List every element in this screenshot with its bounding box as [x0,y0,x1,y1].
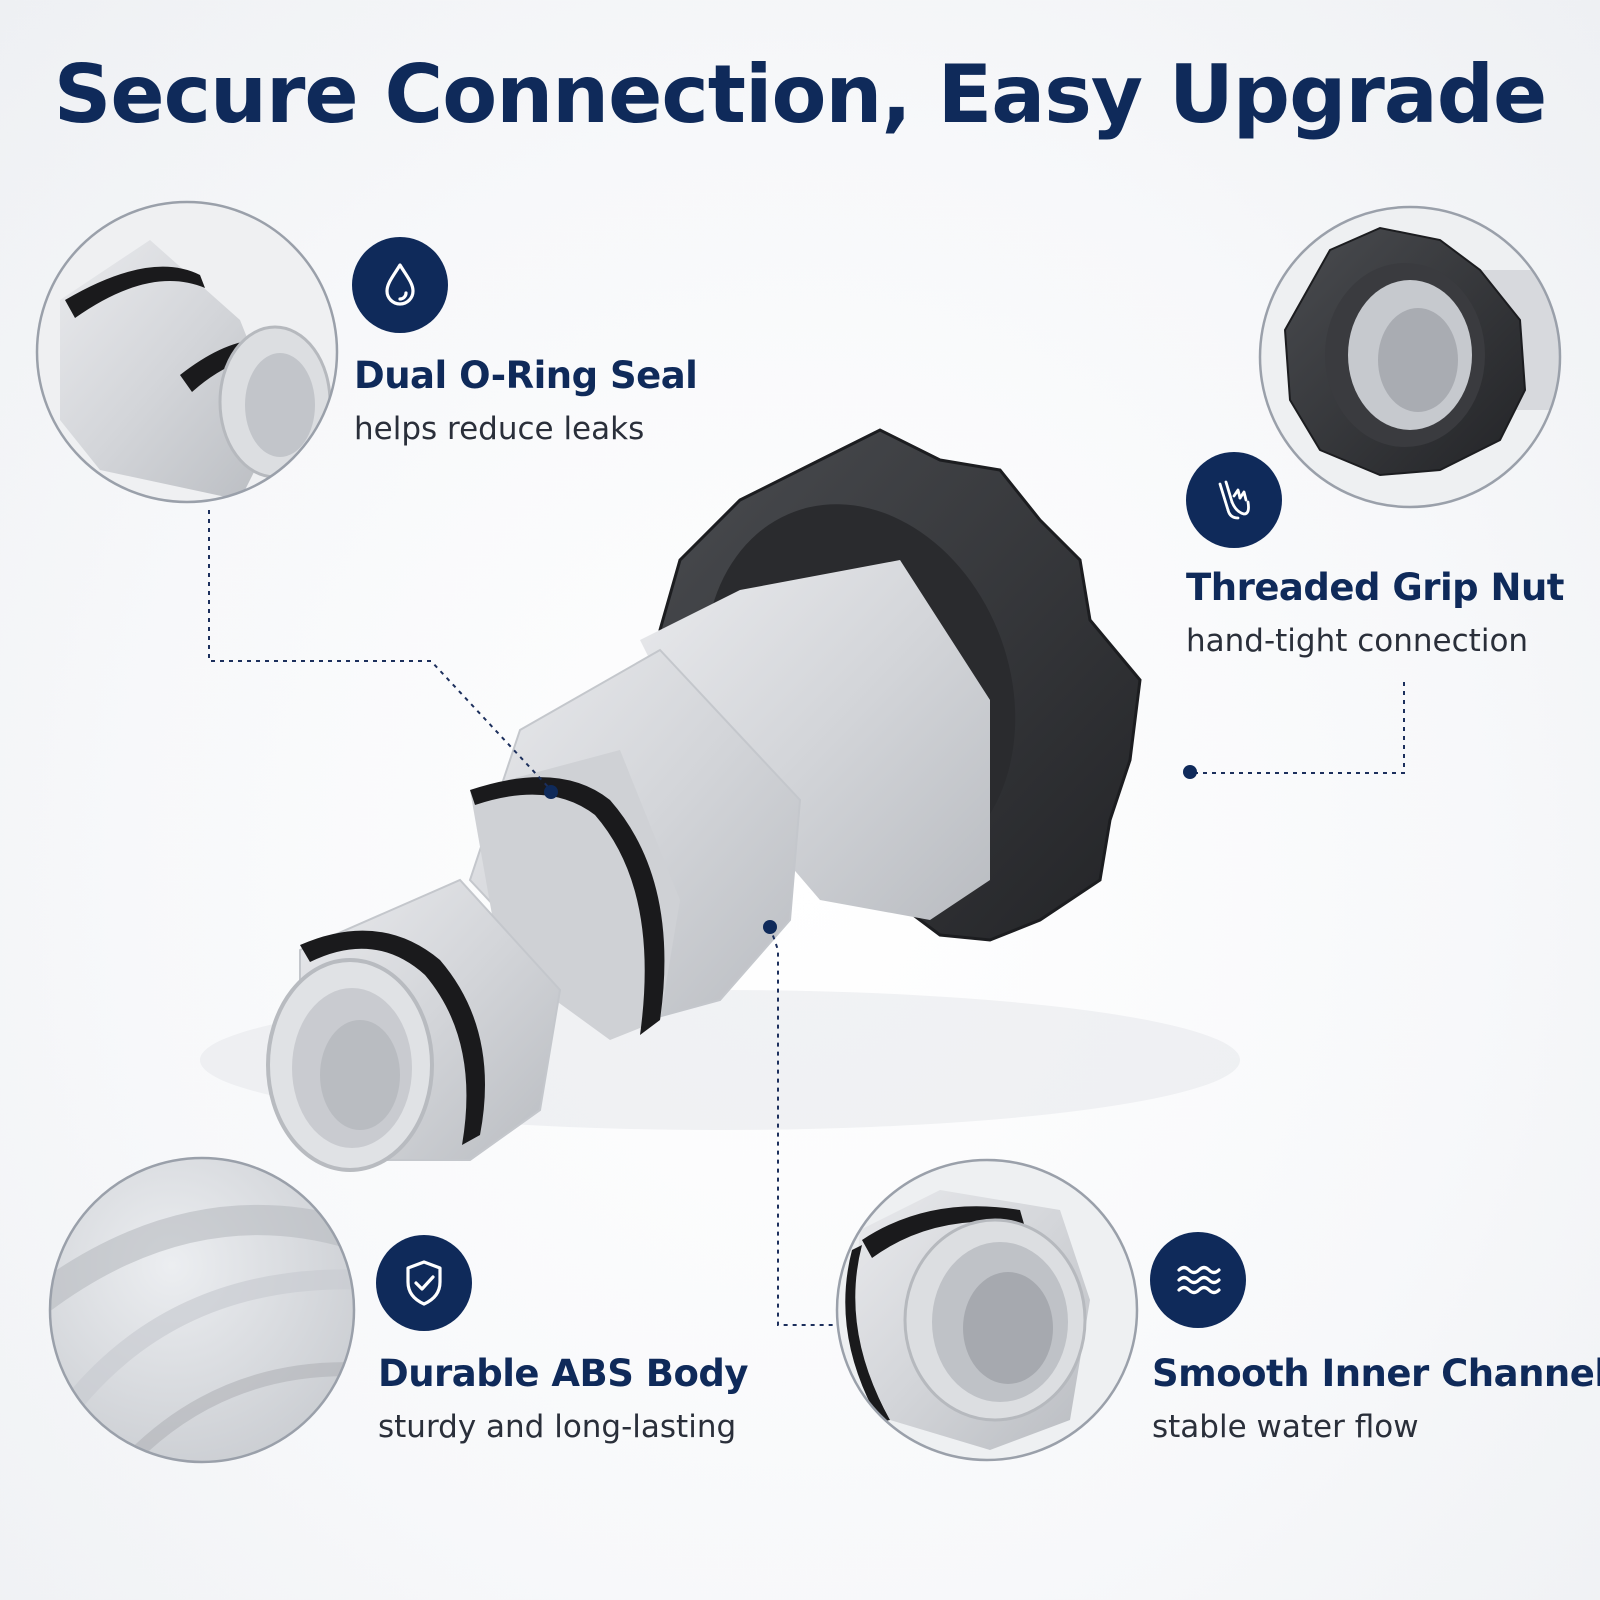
feature-dual-o-ring-seal: Dual O-Ring Seal helps reduce leaks [354,354,698,447]
feature-threaded-grip-nut: Threaded Grip Nut hand-tight connection [1186,566,1565,659]
detail-circle-inner-channel [835,1158,1139,1462]
feature-title: Dual O-Ring Seal [354,354,698,397]
feature-subtitle: sturdy and long-lasting [378,1409,737,1445]
water-drop-icon [352,237,448,333]
detail-circle-grip-nut [1258,205,1562,509]
page-headline: Secure Connection, Easy Upgrade [53,48,1548,141]
callout-line-grip-nut [1190,682,1405,774]
shield-check-icon [376,1235,472,1331]
feature-title: Threaded Grip Nut [1186,566,1565,609]
callout-dot-body [763,920,777,934]
callout-dot-grip-nut [1183,765,1197,779]
detail-circle-abs-body [48,1156,356,1464]
hand-tighten-icon [1186,452,1282,548]
callout-line-o-ring [208,510,552,791]
adapter-product-image [200,428,1240,1172]
callout-lines [208,510,1405,1326]
feature-title: Smooth Inner Channel [1152,1352,1600,1395]
feature-subtitle: stable water flow [1152,1409,1419,1445]
feature-smooth-inner-channel: Smooth Inner Channel stable water flow [1152,1352,1600,1445]
feature-subtitle: hand-tight connection [1186,623,1529,659]
detail-circle-o-ring [35,200,339,504]
feature-subtitle: helps reduce leaks [354,411,645,447]
feature-durable-abs-body: Durable ABS Body sturdy and long-lasting [378,1352,749,1445]
water-waves-icon [1150,1232,1246,1328]
callout-dot-o-ring [544,785,558,799]
callout-line-inner-channel [769,926,850,1326]
feature-title: Durable ABS Body [378,1352,749,1395]
